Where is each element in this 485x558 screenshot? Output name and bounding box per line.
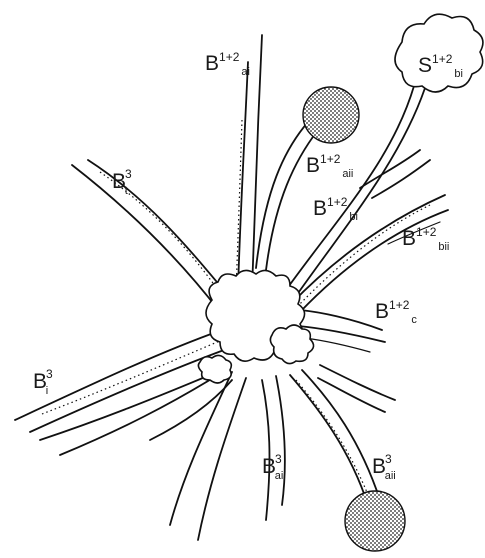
branch-b12aii [256,122,318,270]
label-b12c: B1+2c [375,298,417,326]
label-b12bii: B1+2bii [402,225,449,253]
branch-lower-left [150,372,246,540]
label-b12bi: B1+2bi [313,195,358,223]
stippled-sac-b3aii [345,491,405,551]
branch-b3t [72,160,232,312]
central-cluster [198,270,313,383]
label-b12aii: B1+2aii [306,152,353,180]
label-b12ai: B1+2ai [205,50,250,78]
stippled-sac-b12aii [303,87,359,143]
branch-b3aii [290,365,395,505]
branch-b3ai [262,376,285,520]
